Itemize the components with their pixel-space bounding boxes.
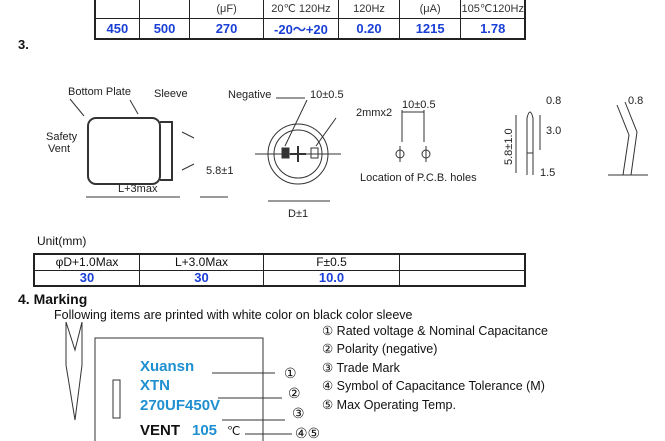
dim-value: 30 (33, 269, 140, 287)
label-safety: Safety (46, 131, 78, 143)
legend-item: ④ Symbol of Capacitance Tolerance (M) (322, 379, 545, 393)
legend-item: ⑤ Max Operating Temp. (322, 398, 456, 412)
dim-value: 30 (139, 269, 264, 287)
dim-header: F±0.5 (263, 253, 400, 271)
label-vent: Vent (48, 143, 70, 155)
label-lead-length: 5.8±1 (206, 165, 233, 177)
spec-header: 20℃ 120Hz (262, 0, 340, 19)
label-sleeve: Sleeve (154, 88, 188, 100)
label-pcb-holes: Location of P.C.B. holes (360, 172, 477, 184)
label-width-08b: 0.8 (628, 95, 643, 107)
label-width-08: 0.8 (546, 95, 561, 107)
spec-value: 0.20 (338, 17, 400, 39)
label-height-30: 3.0 (546, 125, 561, 137)
spec-table: (μF) 20℃ 120Hz 120Hz (μA) 105℃120Hz 450 … (94, 0, 526, 40)
label-l3max: L+3max (118, 183, 158, 195)
callout-1: ① (284, 365, 297, 381)
callout-4-5: ④⑤ (295, 425, 321, 441)
dimension-drawing: Bottom Plate Sleeve Safety Vent L+3max 5… (46, 86, 648, 220)
spec-value: 270 (189, 17, 264, 39)
label-negative: Negative (228, 89, 271, 101)
spec-header (138, 0, 191, 19)
label-holes: 2mmx2 (356, 107, 392, 119)
dim-value: 10.0 (263, 269, 400, 287)
section-4-subtitle: Following items are printed with white c… (54, 308, 413, 322)
mark-temp: 105 (192, 422, 218, 439)
spec-header: 120Hz (338, 0, 400, 19)
label-width-15: 1.5 (540, 167, 555, 179)
dim-header: φD+1.0Max (33, 253, 140, 271)
spec-header: (μF) (189, 0, 264, 19)
section-3-number: 3. (18, 37, 29, 52)
dimension-table: φD+1.0Max L+3.0Max F±0.5 30 30 10.0 (33, 253, 526, 287)
mark-trade-name: Xuansn (140, 358, 195, 375)
spec-value: 500 (138, 17, 191, 39)
label-diameter: D±1 (288, 208, 308, 220)
legend-item: ② Polarity (negative) (322, 342, 438, 356)
callout-3: ③ (292, 405, 305, 421)
spec-value: 1.78 (460, 17, 526, 39)
spec-header: (μA) (398, 0, 462, 19)
spec-header: 105℃120Hz (460, 0, 526, 19)
marking-drawing (65, 321, 292, 441)
unit-label: Unit(mm) (37, 234, 87, 248)
label-bottom-plate: Bottom Plate (68, 86, 131, 98)
callout-2: ② (288, 385, 301, 401)
label-height-58: 5.8±1.0 (503, 128, 515, 165)
label-pitch2: 10±0.5 (402, 99, 436, 111)
dim-header: L+3.0Max (139, 253, 264, 271)
mark-vent: VENT (140, 422, 181, 439)
mark-series: XTN (140, 377, 170, 394)
legend-item: ③ Trade Mark (322, 361, 400, 375)
label-pitch: 10±0.5 (310, 89, 344, 101)
spec-value: 1215 (398, 17, 462, 39)
mark-degree: ℃ (227, 424, 241, 438)
spec-value: -20～+20 (262, 17, 340, 39)
spec-header (94, 0, 140, 19)
dim-value (399, 269, 526, 287)
dim-header (399, 253, 526, 271)
section-4-title: 4. Marking (18, 291, 88, 307)
mark-rating: 270UF450V (140, 397, 221, 414)
legend-item: ① Rated voltage & Nominal Capacitance (322, 324, 548, 338)
spec-value: 450 (94, 17, 140, 39)
